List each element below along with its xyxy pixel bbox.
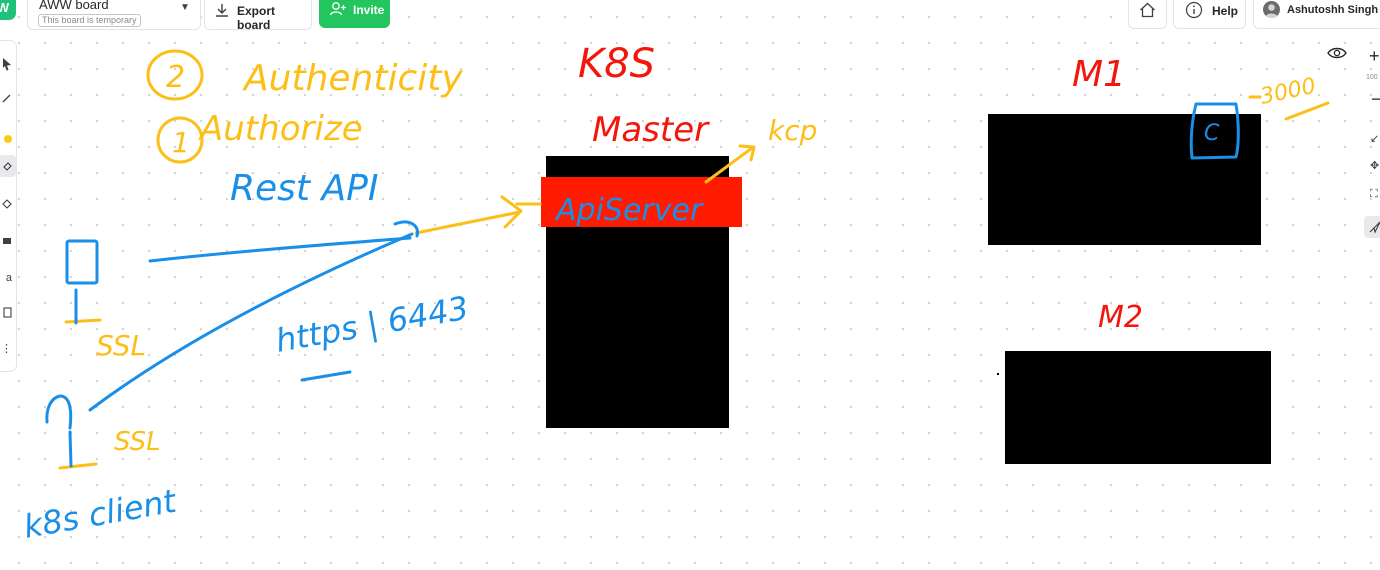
user-b-box <box>45 394 73 430</box>
view-controls: ↙ ✥ ⛶ <box>1362 126 1380 241</box>
zoom-out-icon[interactable]: − <box>1371 89 1380 109</box>
user-name: Ashutoshh Singh <box>1287 4 1379 16</box>
user-menu-button[interactable]: Ashutoshh Singh ▼ <box>1253 0 1380 29</box>
invite-label: Invite <box>353 3 385 17</box>
https-port-label: https | 6443 <box>273 289 472 360</box>
chevron-down-icon[interactable]: ▼ <box>1378 3 1380 14</box>
board-name-dropdown[interactable]: AWW board This board is temporary ▼ <box>27 0 201 30</box>
chevron-down-icon[interactable]: ▼ <box>180 2 190 13</box>
home-button[interactable] <box>1128 0 1167 29</box>
step-1-circle <box>156 116 204 164</box>
eraser-icon[interactable] <box>0 155 16 177</box>
step-1-label: 1 <box>172 126 190 159</box>
api-server-box[interactable] <box>541 177 742 227</box>
kcp-arrow-head <box>738 144 756 162</box>
master-label: Master <box>592 110 710 150</box>
authorize-label: Authorize <box>198 109 363 149</box>
info-icon <box>1185 1 1203 19</box>
eye-icon[interactable] <box>1326 45 1348 61</box>
zoom-controls: + 100 − <box>1362 40 1380 114</box>
ssl-top-mark <box>64 318 102 324</box>
fit-screen-icon[interactable]: ⛶ <box>1370 188 1378 200</box>
app-logo-icon[interactable]: W <box>0 0 16 20</box>
fill-icon[interactable] <box>0 230 16 252</box>
worker-node-m1-box[interactable] <box>988 114 1261 245</box>
shape-icon[interactable] <box>0 193 16 215</box>
user-b-stem <box>68 430 73 468</box>
home-icon <box>1140 2 1155 18</box>
help-button[interactable]: Help <box>1173 0 1246 29</box>
rest-api-label: Rest API <box>230 168 378 209</box>
stray-dot <box>997 373 999 375</box>
zoom-level: 100 <box>1366 74 1378 81</box>
export-board-button[interactable]: Export board <box>204 0 312 32</box>
https-underline <box>300 370 352 382</box>
m2-label: M2 <box>1098 300 1143 335</box>
user-a-box <box>65 239 99 285</box>
authenticity-label: Authenticity <box>242 58 463 99</box>
k8s-title: K8S <box>578 41 655 87</box>
request-arrow-head <box>500 195 523 229</box>
client-line <box>88 232 414 412</box>
m1-label: M1 <box>1072 54 1126 95</box>
worker-node-m2-box[interactable] <box>1005 351 1271 464</box>
request-arrow <box>414 210 522 235</box>
rest-api-line <box>148 236 412 263</box>
avatar <box>1263 1 1280 18</box>
download-icon <box>216 4 228 17</box>
export-board-label: Export board <box>237 4 276 32</box>
api-line-tip <box>393 220 420 238</box>
laser-pointer-icon[interactable] <box>1364 216 1380 238</box>
step-2-circle <box>146 49 204 101</box>
step-2-label: 2 <box>166 60 185 95</box>
temporary-board-badge: This board is temporary <box>38 14 141 27</box>
add-user-icon <box>329 2 346 16</box>
sticky-note-icon[interactable] <box>0 301 16 323</box>
left-toolbar: a ⋮ <box>0 40 17 372</box>
fullscreen-icon[interactable]: ↙ <box>1370 133 1380 145</box>
move-icon[interactable]: ✥ <box>1370 160 1380 172</box>
ssl-bottom-label: SSL <box>114 427 161 457</box>
text-icon[interactable]: a <box>5 272 12 284</box>
port-underline <box>1284 101 1330 121</box>
invite-button[interactable]: Invite <box>319 0 390 28</box>
select-icon[interactable] <box>0 53 16 75</box>
ssl-top-label: SSL <box>96 329 146 362</box>
kcp-label: kcp <box>768 114 817 147</box>
help-label: Help <box>1212 4 1239 18</box>
ssl-bottom-mark <box>58 462 98 470</box>
pen-icon[interactable] <box>0 87 16 109</box>
k8s-client-label: k8s client <box>21 482 180 546</box>
board-title[interactable]: AWW board <box>39 0 109 12</box>
port-3000-label: 3000 <box>1258 74 1318 110</box>
more-icon[interactable]: ⋮ <box>1 342 12 355</box>
zoom-in-icon[interactable]: + <box>1369 46 1380 66</box>
color-swatch-icon[interactable] <box>0 128 16 150</box>
